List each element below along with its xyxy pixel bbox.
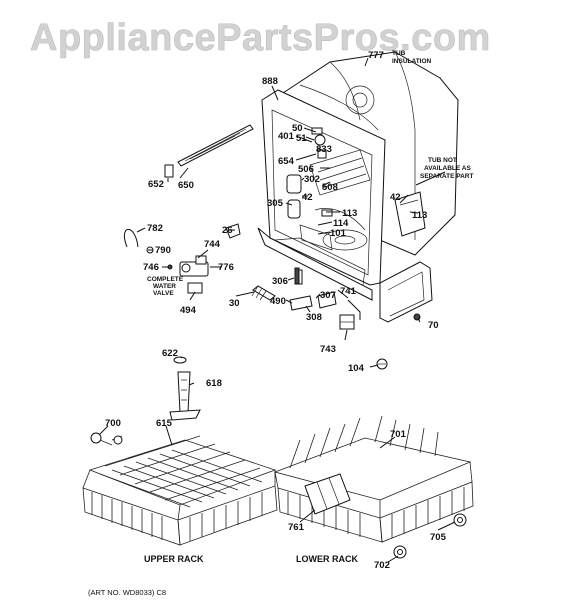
part-label[interactable]: 654 (278, 156, 295, 167)
complete-water-valve-note-2: WATER (153, 283, 176, 290)
part-label[interactable]: 490 (270, 296, 286, 307)
art-number: (ART NO. WD8033) C8 (88, 588, 166, 597)
watermark: AppliancePartsPros.com (30, 17, 491, 59)
part-label[interactable]: 833 (316, 144, 332, 155)
tub-not-available-note-2: AVAILABLE AS (424, 165, 471, 172)
part-label[interactable]: 746 (143, 262, 159, 273)
part-label[interactable]: 113 (342, 208, 357, 219)
tub-not-available-note-3: SEPARATE PART (420, 173, 473, 180)
part-label[interactable]: 307 (320, 290, 336, 301)
lower-rack (273, 415, 474, 559)
part-label[interactable]: 782 (147, 223, 163, 234)
part-label[interactable]: 761 (288, 522, 305, 533)
part-label[interactable]: 50 (292, 123, 303, 134)
part-label[interactable]: 615 (156, 418, 173, 429)
part-label[interactable]: 650 (178, 180, 194, 191)
part-label[interactable]: 51 (296, 133, 307, 144)
part-label[interactable]: 114 (333, 218, 349, 229)
upper-rack-caption: UPPER RACK (144, 554, 204, 564)
part-label[interactable]: 741 (340, 286, 357, 297)
part-label[interactable]: 302 (304, 174, 320, 185)
part-label[interactable]: 622 (162, 348, 178, 359)
part-label[interactable]: 776 (218, 262, 234, 273)
part-label[interactable]: 101 (330, 228, 347, 239)
part-label[interactable]: 42 (390, 192, 401, 203)
part-label[interactable]: 888 (262, 76, 278, 87)
tub-not-available-note-1: TUB NOT (428, 157, 457, 164)
spray-arm-support (169, 356, 201, 421)
part-label[interactable]: 70 (428, 320, 439, 331)
complete-water-valve-note-1: COMPLETE (147, 276, 184, 283)
part-label[interactable]: 104 (348, 363, 365, 374)
part-label[interactable]: 790 (155, 245, 171, 256)
part-label[interactable]: 42 (302, 192, 313, 203)
part-label[interactable]: 700 (105, 418, 121, 429)
part-label[interactable]: 506 (298, 164, 314, 175)
part-label[interactable]: 308 (306, 312, 322, 323)
part-label[interactable]: 30 (229, 298, 240, 309)
part-label[interactable]: 113 (412, 210, 427, 221)
part-label[interactable]: 401 (278, 131, 295, 142)
part-label[interactable]: 306 (272, 276, 288, 287)
part-label[interactable]: 777 (368, 50, 384, 61)
part-label[interactable]: 26 (222, 225, 233, 236)
part-label[interactable]: 652 (148, 179, 164, 190)
part-label[interactable]: 744 (204, 239, 221, 250)
part-label[interactable]: 702 (374, 560, 390, 571)
tub-insulation-note-1: TUB (392, 50, 406, 57)
part-label[interactable]: 494 (180, 305, 197, 316)
complete-water-valve-note-3: VALVE (153, 290, 174, 297)
lower-rack-caption: LOWER RACK (296, 554, 358, 564)
part-label[interactable]: 618 (206, 378, 222, 389)
tub-insulation-note-2: INSULATION (392, 58, 432, 65)
door-seal-strip (164, 124, 254, 178)
drain-parts (289, 267, 421, 370)
part-label[interactable]: 305 (267, 198, 284, 209)
tub-assembly (257, 51, 459, 323)
part-label[interactable]: 508 (322, 182, 338, 193)
part-label[interactable]: 743 (320, 344, 336, 355)
leader-lines (99, 85, 456, 563)
upper-rack (82, 432, 278, 546)
part-label[interactable]: 701 (390, 429, 407, 440)
part-label[interactable]: 705 (430, 532, 447, 543)
